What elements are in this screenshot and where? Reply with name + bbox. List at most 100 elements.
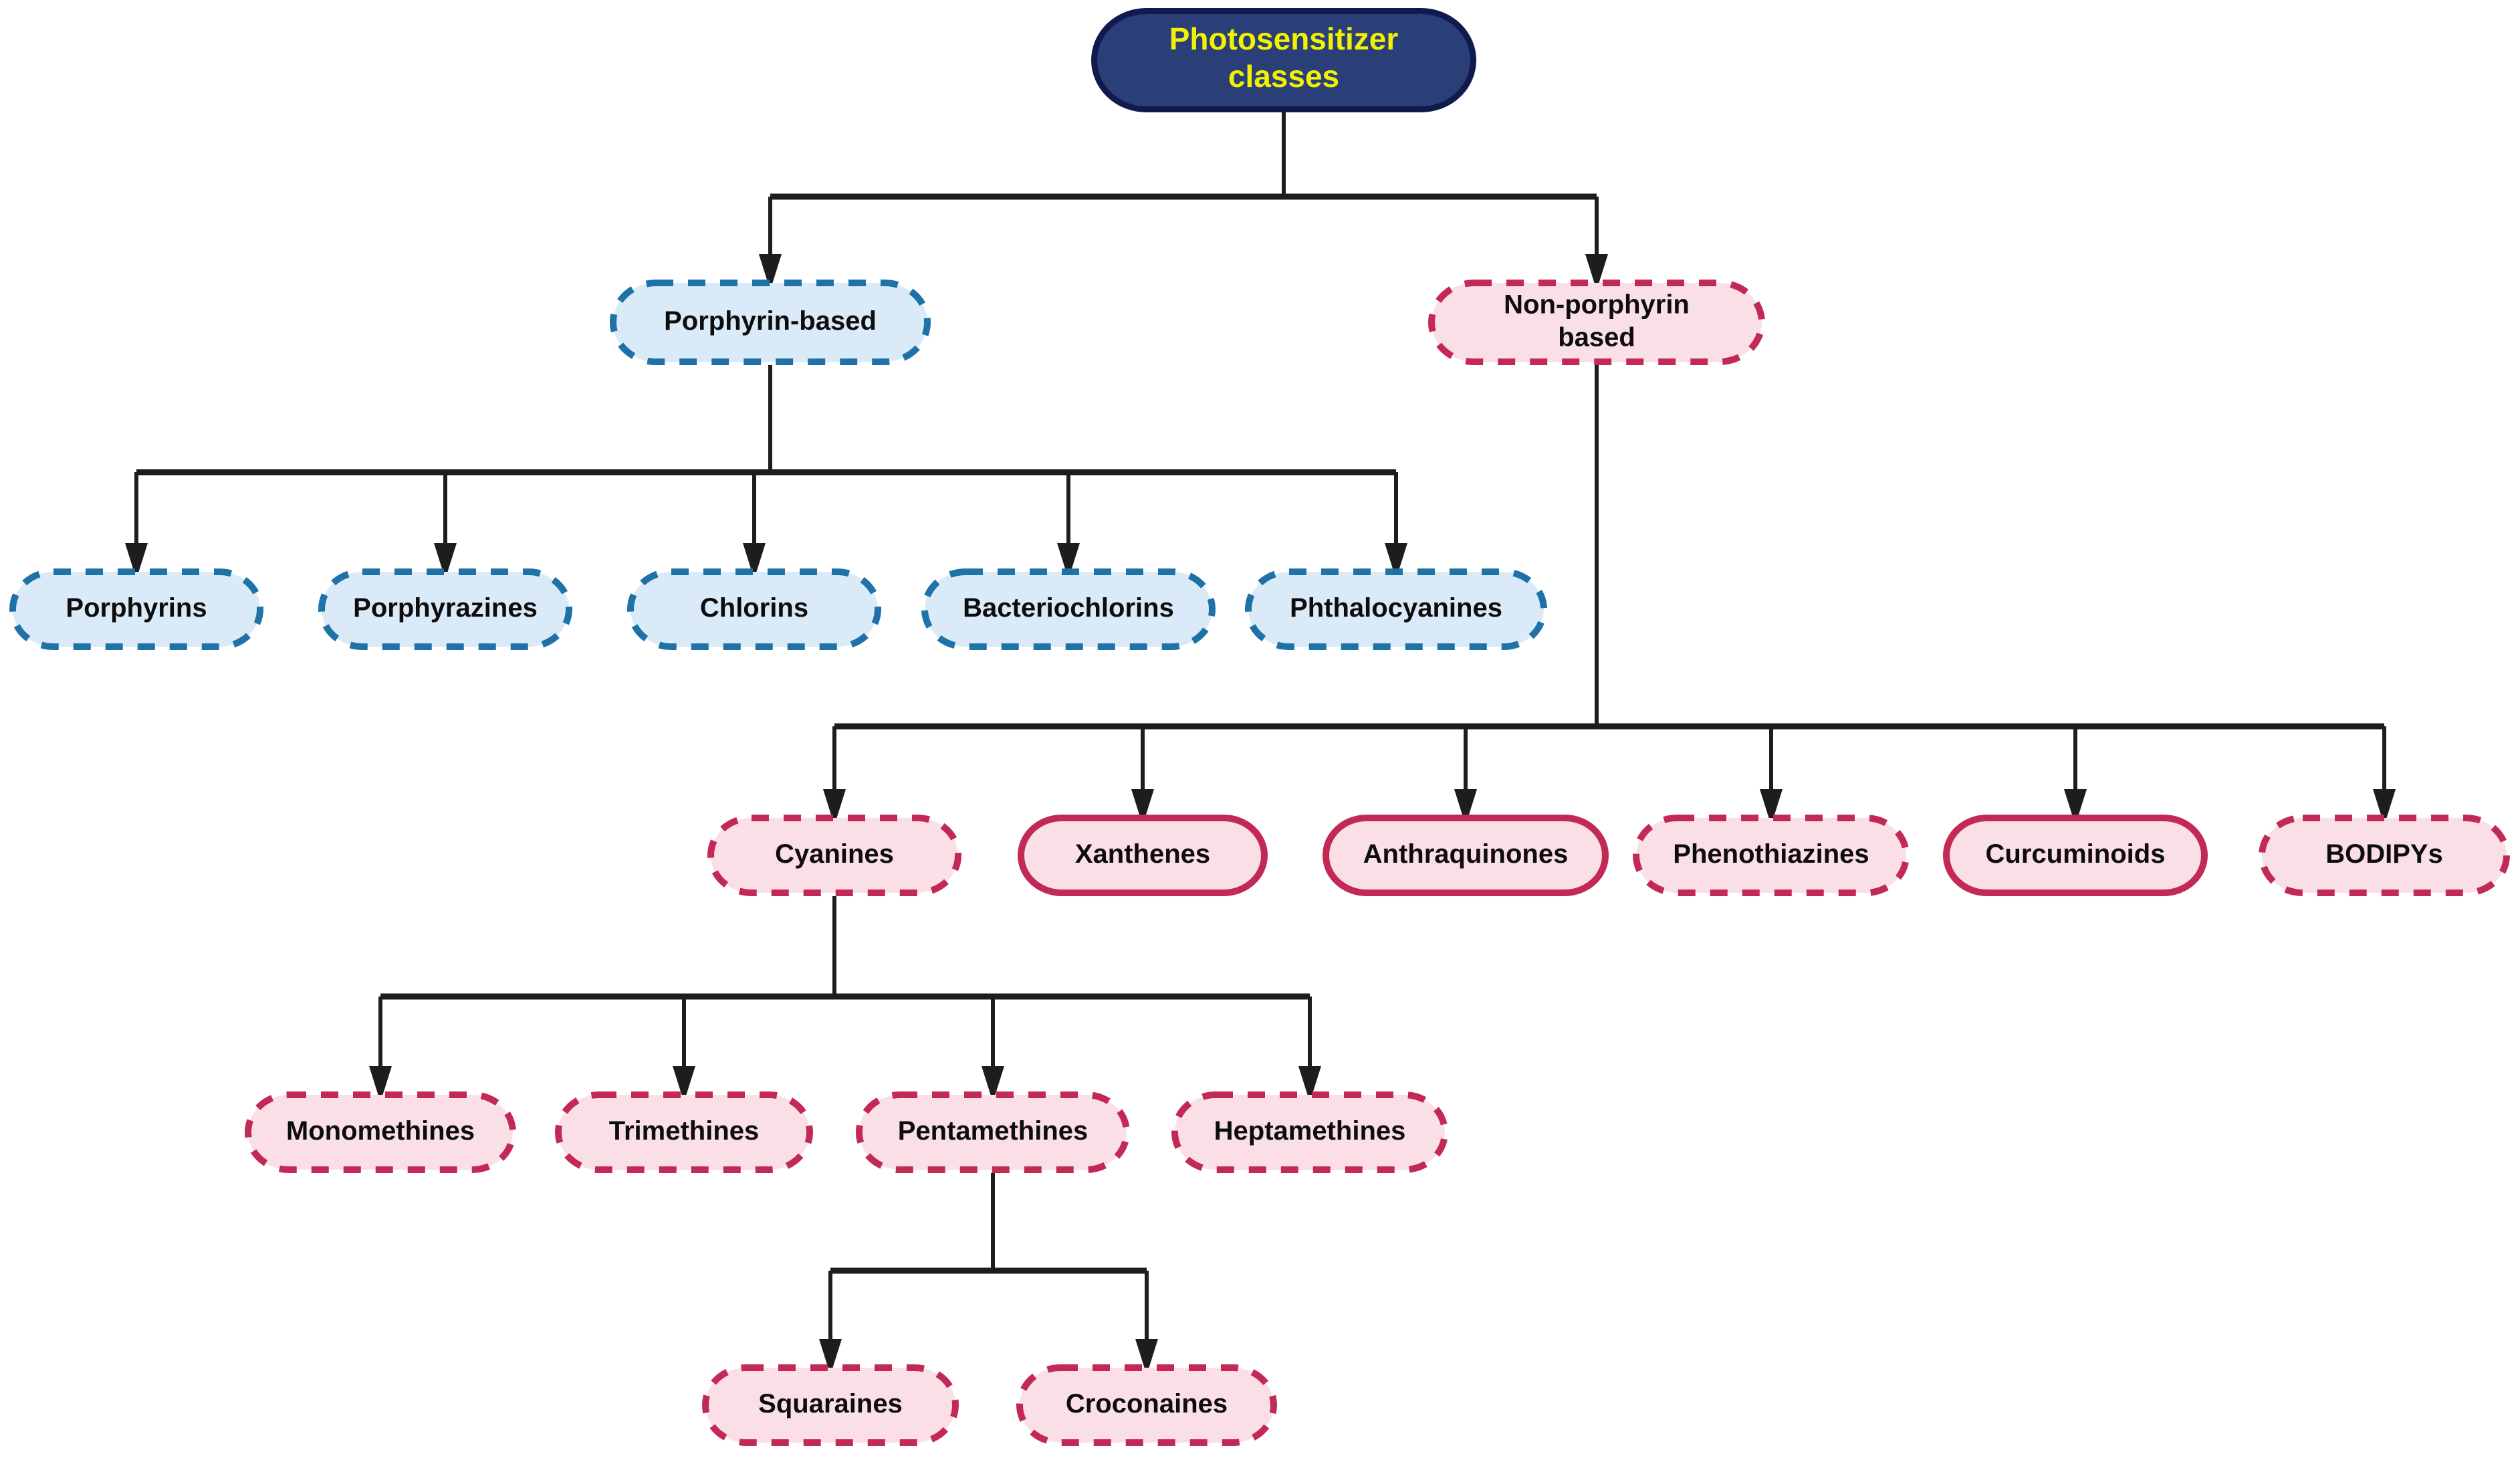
node-shape-bodipys[interactable] xyxy=(2259,815,2510,896)
connector-group-root-to-level2 xyxy=(759,112,1608,290)
arrow-head-4 xyxy=(2064,789,2087,825)
node-shape-root[interactable] xyxy=(1091,8,1476,112)
node-label-line: Monomethines xyxy=(286,1116,475,1146)
node-label-line: BODIPYs xyxy=(2325,839,2443,869)
node-label-porphyrins: Porphyrins xyxy=(66,593,207,623)
node-label-chlorins: Chlorins xyxy=(700,593,808,623)
arrow-head-4 xyxy=(1385,543,1407,579)
node-label-bacteriochlorins: Bacteriochlorins xyxy=(963,593,1174,623)
node-label-line: Porphyrins xyxy=(66,593,207,623)
node-shape-phenothiazines[interactable] xyxy=(1633,815,1910,896)
node-label-line: Trimethines xyxy=(609,1116,760,1146)
node-shape-heptamethines[interactable] xyxy=(1171,1091,1448,1173)
node-label-line: Porphyrazines xyxy=(353,593,538,623)
node-shape-non-porphyrin-based[interactable] xyxy=(1428,280,1765,365)
node-label-line: Croconaines xyxy=(1066,1389,1228,1419)
node-label-line: classes xyxy=(1228,59,1339,94)
node-label-line: Squaraines xyxy=(758,1389,903,1419)
node-porphyrazines[interactable]: Porphyrazines xyxy=(318,568,572,650)
node-label-line: Heptamethines xyxy=(1214,1116,1406,1146)
arrow-head-5 xyxy=(2373,789,2396,825)
arrow-head-0 xyxy=(823,789,846,825)
node-porphyrin-based[interactable]: Porphyrin-based xyxy=(610,280,931,365)
node-bacteriochlorins[interactable]: Bacteriochlorins xyxy=(921,568,1216,650)
arrow-head-1 xyxy=(1135,1339,1158,1375)
connector-group-nonporphyrin-to-children xyxy=(823,365,2396,825)
node-chlorins[interactable]: Chlorins xyxy=(627,568,881,650)
node-croconaines[interactable]: Croconaines xyxy=(1016,1364,1277,1446)
node-label-croconaines: Croconaines xyxy=(1066,1389,1228,1419)
node-label-line: Curcuminoids xyxy=(1986,839,2166,869)
node-label-line: Photosensitizer xyxy=(1169,21,1399,56)
node-label-phthalocyanines: Phthalocyanines xyxy=(1290,593,1502,623)
node-label-line: Phenothiazines xyxy=(1673,839,1869,869)
connector-group-pentamethines-to-children xyxy=(819,1173,1158,1375)
node-shape-bacteriochlorins[interactable] xyxy=(921,568,1216,650)
connector-group-porphyrin-to-children xyxy=(125,365,1407,579)
arrow-head-0 xyxy=(759,254,782,290)
node-shape-croconaines[interactable] xyxy=(1016,1364,1277,1446)
node-label-monomethines: Monomethines xyxy=(286,1116,475,1146)
node-shape-squaraines[interactable] xyxy=(702,1364,959,1446)
node-label-pentamethines: Pentamethines xyxy=(898,1116,1089,1146)
node-label-porphyrin-based: Porphyrin-based xyxy=(664,306,877,336)
node-label-line: Xanthenes xyxy=(1075,839,1210,869)
node-xanthenes[interactable]: Xanthenes xyxy=(1018,815,1268,896)
connector-layer xyxy=(125,112,2396,1375)
node-trimethines[interactable]: Trimethines xyxy=(555,1091,813,1173)
node-shape-phthalocyanines[interactable] xyxy=(1245,568,1547,650)
node-label-line: Porphyrin-based xyxy=(664,306,877,336)
node-shape-cyanines[interactable] xyxy=(707,815,961,896)
node-shape-anthraquinones[interactable] xyxy=(1323,815,1609,896)
arrow-head-1 xyxy=(673,1066,695,1102)
node-label-trimethines: Trimethines xyxy=(609,1116,760,1146)
node-label-bodipys: BODIPYs xyxy=(2325,839,2443,869)
node-label-line: Phthalocyanines xyxy=(1290,593,1502,623)
arrow-head-1 xyxy=(1585,254,1608,290)
node-label-porphyrazines: Porphyrazines xyxy=(353,593,538,623)
node-label-squaraines: Squaraines xyxy=(758,1389,903,1419)
node-shape-porphyrin-based[interactable] xyxy=(610,280,931,365)
node-label-line: Cyanines xyxy=(775,839,894,869)
node-anthraquinones[interactable]: Anthraquinones xyxy=(1323,815,1609,896)
arrow-head-2 xyxy=(982,1066,1004,1102)
node-shape-pentamethines[interactable] xyxy=(856,1091,1130,1173)
node-label-xanthenes: Xanthenes xyxy=(1075,839,1210,869)
connector-group-cyanines-to-children xyxy=(369,896,1321,1102)
node-label-cyanines: Cyanines xyxy=(775,839,894,869)
node-curcuminoids[interactable]: Curcuminoids xyxy=(1943,815,2208,896)
node-label-line: Anthraquinones xyxy=(1363,839,1569,869)
node-shape-monomethines[interactable] xyxy=(245,1091,516,1173)
node-shape-porphyrins[interactable] xyxy=(9,568,263,650)
node-phenothiazines[interactable]: Phenothiazines xyxy=(1633,815,1910,896)
node-shape-xanthenes[interactable] xyxy=(1018,815,1268,896)
arrow-head-0 xyxy=(369,1066,392,1102)
node-heptamethines[interactable]: Heptamethines xyxy=(1171,1091,1448,1173)
node-label-line: based xyxy=(1558,322,1635,352)
node-label-anthraquinones: Anthraquinones xyxy=(1363,839,1569,869)
node-shape-porphyrazines[interactable] xyxy=(318,568,572,650)
node-bodipys[interactable]: BODIPYs xyxy=(2259,815,2510,896)
node-shape-trimethines[interactable] xyxy=(555,1091,813,1173)
arrow-head-2 xyxy=(1454,789,1477,825)
node-phthalocyanines[interactable]: Phthalocyanines xyxy=(1245,568,1547,650)
node-label-line: Chlorins xyxy=(700,593,808,623)
node-shape-chlorins[interactable] xyxy=(627,568,881,650)
node-squaraines[interactable]: Squaraines xyxy=(702,1364,959,1446)
node-monomethines[interactable]: Monomethines xyxy=(245,1091,516,1173)
node-pentamethines[interactable]: Pentamethines xyxy=(856,1091,1130,1173)
node-shape-curcuminoids[interactable] xyxy=(1943,815,2208,896)
node-porphyrins[interactable]: Porphyrins xyxy=(9,568,263,650)
node-label-line: Bacteriochlorins xyxy=(963,593,1174,623)
arrow-head-3 xyxy=(1298,1066,1321,1102)
arrow-head-0 xyxy=(125,543,148,579)
arrow-head-3 xyxy=(1760,789,1783,825)
node-label-phenothiazines: Phenothiazines xyxy=(1673,839,1869,869)
node-cyanines[interactable]: Cyanines xyxy=(707,815,961,896)
arrow-head-3 xyxy=(1057,543,1080,579)
